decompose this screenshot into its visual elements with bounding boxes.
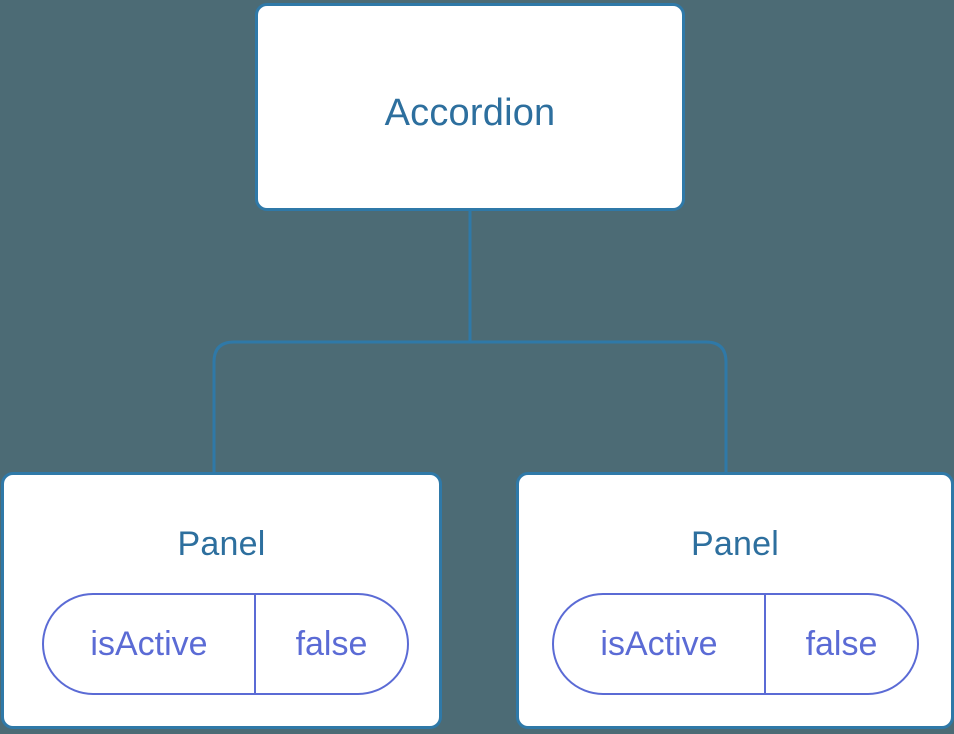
panel-left-prop-key: isActive (44, 595, 256, 693)
panel-right-prop-key: isActive (554, 595, 766, 693)
accordion-node-title: Accordion (384, 92, 556, 134)
panel-node-right[interactable]: Panel isActive false (516, 472, 954, 729)
edge-accordion-to-panels (212, 340, 728, 474)
accordion-node[interactable]: Accordion (255, 3, 685, 211)
panel-left-prop-pill[interactable]: isActive false (42, 593, 409, 695)
panel-right-prop-value: false (805, 624, 878, 663)
panel-left-prop-value: false (295, 624, 368, 663)
panel-node-right-title: Panel (691, 525, 779, 563)
panel-right-prop-pill[interactable]: isActive false (552, 593, 919, 695)
panel-node-left[interactable]: Panel isActive false (1, 472, 442, 729)
panel-node-left-title: Panel (177, 525, 266, 563)
